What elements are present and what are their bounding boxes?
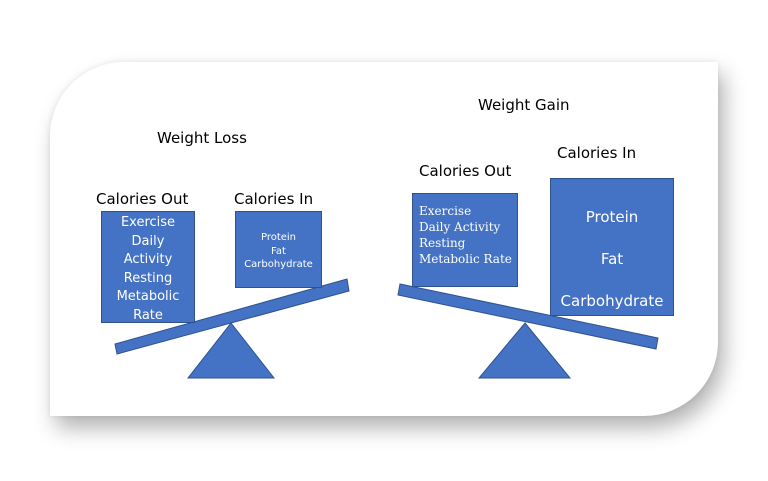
weight-loss-calories-in-heading: Calories In — [234, 190, 314, 208]
calories-in-item: Carbohydrate — [560, 292, 664, 310]
weight-gain-fulcrum — [477, 322, 572, 379]
weight-loss-fulcrum — [186, 322, 276, 379]
calories-in-item: Carbohydrate — [244, 259, 313, 270]
calories-out-item: Resting — [419, 236, 466, 250]
calories-out-item: Activity — [123, 252, 173, 268]
weight-gain-calories-in-heading: Calories In — [557, 144, 637, 162]
weight-loss-calories-in-box: Protein Fat Carbohydrate — [235, 211, 322, 288]
weight-gain-title: Weight Gain — [478, 96, 570, 114]
weight-loss-beam — [114, 278, 350, 355]
calories-out-item: Exercise — [419, 204, 472, 218]
calories-out-item: Resting — [123, 270, 173, 286]
calories-in-item: Fat — [600, 250, 624, 268]
calories-in-item: Protein — [260, 232, 297, 243]
calories-out-item: Exercise — [120, 215, 176, 230]
calories-out-item: Daily Activity — [419, 220, 501, 234]
calories-out-item: Metabolic — [116, 289, 180, 305]
weight-loss-title: Weight Loss — [157, 129, 247, 147]
weight-loss-calories-out-box: Exercise Daily Activity Resting Metaboli… — [101, 211, 195, 323]
weight-gain-calories-out-box: Exercise Daily Activity Resting Metaboli… — [412, 193, 518, 287]
weight-gain-calories-in-box: Protein Fat Carbohydrate — [550, 178, 674, 316]
weight-loss-calories-out-heading: Calories Out — [96, 190, 189, 208]
calories-in-item: Protein — [585, 208, 639, 226]
calories-out-item: Rate — [133, 307, 163, 323]
weight-gain-calories-out-heading: Calories Out — [419, 162, 512, 180]
weight-gain-beam — [397, 283, 659, 350]
calories-in-item: Fat — [271, 245, 286, 257]
calories-out-item: Metabolic Rate — [419, 252, 512, 266]
calories-out-item: Daily — [131, 233, 165, 249]
